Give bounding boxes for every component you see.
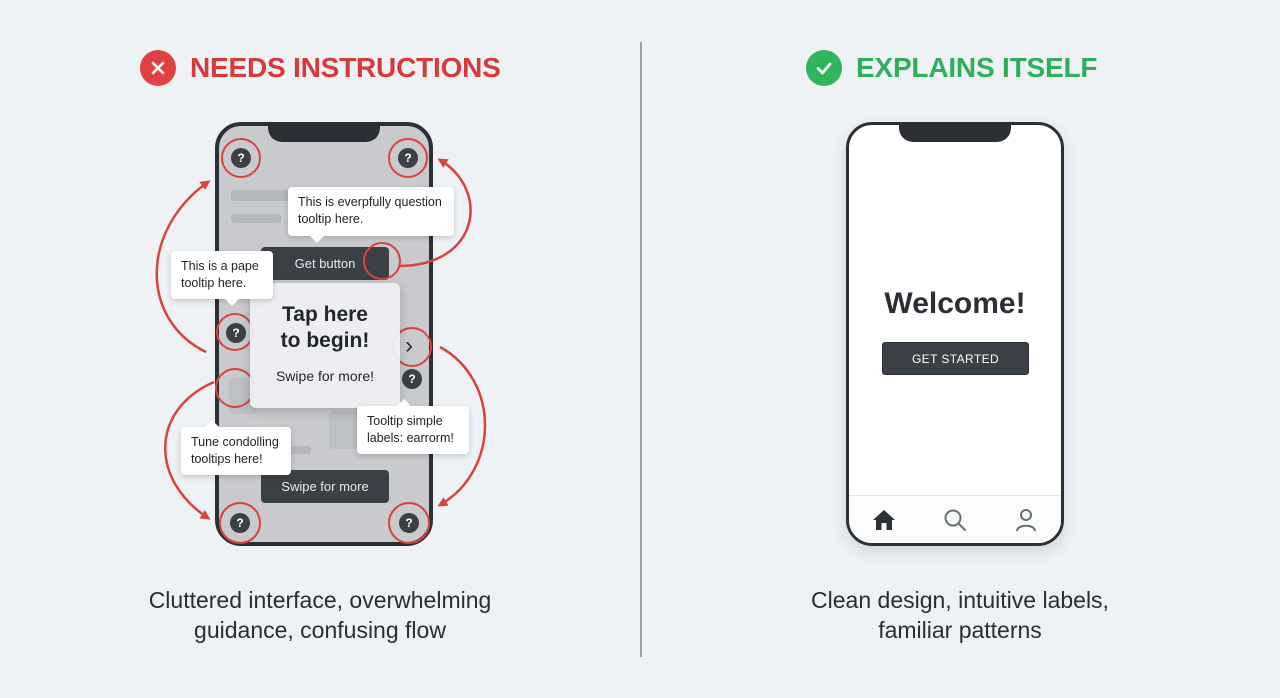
heading-text: EXPLAINS ITSELF	[856, 52, 1098, 83]
heading-text: NEEDS INSTRUCTIONS	[190, 52, 501, 83]
placeholder-bar	[231, 190, 291, 201]
phone-notch	[899, 125, 1011, 142]
help-icon[interactable]: ?	[226, 323, 246, 343]
overlay-subtitle: Swipe for more!	[275, 368, 375, 384]
search-icon[interactable]	[935, 500, 975, 540]
help-icon[interactable]: ?	[231, 148, 251, 168]
check-icon	[806, 50, 842, 86]
phone-notch	[268, 126, 380, 142]
help-icon[interactable]: ?	[402, 369, 422, 389]
center-divider	[640, 42, 642, 657]
help-icon[interactable]: ?	[230, 513, 250, 533]
tap-here-overlay[interactable]: Tap here to begin! Swipe for more!	[250, 283, 400, 408]
caption-line: familiar patterns	[878, 617, 1042, 643]
help-icon[interactable]: ?	[398, 148, 418, 168]
tooltip-line: labels: earrorm!	[367, 431, 454, 445]
caption-line: guidance, confusing flow	[194, 617, 446, 643]
tooltip: This is a pape tooltip here.	[171, 251, 273, 306]
caption-line: Clean design, intuitive labels,	[811, 587, 1109, 613]
overlay-title-line2: to begin!	[280, 329, 370, 352]
tooltip-line: This is everpfully question	[298, 195, 442, 209]
highlight-ring	[363, 242, 401, 280]
get-started-button[interactable]: GET STARTED	[882, 342, 1029, 375]
placeholder-box	[329, 411, 359, 449]
placeholder-bar	[231, 214, 281, 223]
swipe-for-more-button[interactable]: Swipe for more	[261, 470, 389, 503]
overlay-title-line1: Tap here	[282, 303, 368, 326]
tooltip-line: Tooltip simple	[367, 414, 443, 428]
home-icon[interactable]	[864, 500, 904, 540]
caption-clean: Clean design, intuitive labels, familiar…	[760, 585, 1160, 645]
highlight-ring	[215, 368, 255, 408]
heading-needs-instructions: NEEDS INSTRUCTIONS	[140, 48, 501, 88]
tooltip: Tooltip simple labels: earrorm!	[357, 399, 469, 454]
tab-bar	[849, 495, 1061, 543]
tooltip-line: tooltip here.	[298, 212, 364, 226]
tooltip-line: tooltip here.	[181, 276, 247, 290]
highlight-ring	[221, 138, 261, 178]
tooltip: Tune condolling tooltips here!	[181, 420, 291, 475]
highlight-ring	[388, 502, 430, 544]
tooltip-line: Tune condolling	[191, 435, 279, 449]
help-icon[interactable]: ?	[399, 513, 419, 533]
tooltip-line: tooltips here!	[191, 452, 263, 466]
clean-phone: Welcome! GET STARTED	[846, 122, 1064, 546]
caption-line: Cluttered interface, overwhelming	[148, 587, 492, 613]
highlight-ring	[219, 502, 261, 544]
caption-cluttered: Cluttered interface, overwhelming guidan…	[120, 585, 520, 645]
welcome-title: Welcome!	[884, 287, 1026, 320]
tooltip-line: This is a pape	[181, 259, 259, 273]
chevron-right-icon[interactable]: ›	[405, 332, 413, 359]
profile-icon[interactable]	[1006, 500, 1046, 540]
error-x-icon	[140, 50, 176, 86]
tooltip: This is everpfully question tooltip here…	[288, 187, 454, 243]
heading-explains-itself: EXPLAINS ITSELF	[806, 48, 1097, 88]
